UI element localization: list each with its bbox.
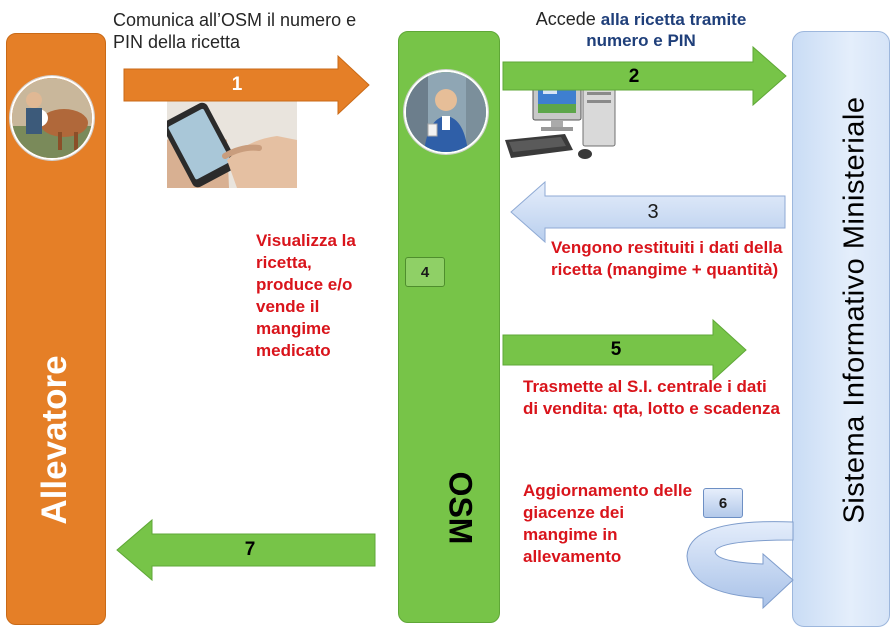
step-4-box: 4 — [405, 257, 445, 287]
farmer-photo — [10, 76, 94, 160]
step-6-caption: Aggiornamento delle giacenze dei mangime… — [523, 481, 693, 566]
arrow-step-7 — [116, 518, 376, 582]
step-3-caption: Vengono restituiti i dati della ricetta … — [551, 238, 783, 279]
step-1-number: 1 — [231, 74, 243, 95]
step-1-caption: Comunica all’OSM il numero e PIN della r… — [113, 10, 357, 52]
step-7-number: 7 — [244, 539, 256, 560]
lane-label-osm: OSM — [442, 471, 479, 545]
hands-with-smartphone-photo — [167, 100, 297, 188]
step-2-number: 2 — [628, 66, 640, 87]
lane-sistema-informativo — [792, 31, 890, 627]
step-2-caption-plain: Accede — [535, 9, 601, 29]
arrow-step-2 — [502, 45, 787, 107]
arrow-step-5 — [502, 318, 747, 382]
arrow-step-3 — [510, 180, 786, 244]
pharmacist-photo — [404, 70, 488, 154]
step-5-number: 5 — [610, 339, 622, 360]
step-6-box: 6 — [703, 488, 743, 518]
lane-label-allevatore: Allevatore — [35, 355, 74, 525]
step-4-caption: Visualizza la ricetta, produce e/o vende… — [256, 231, 356, 360]
step-2-caption-bold: alla ricetta tramite numero e PIN — [586, 10, 747, 50]
step-3-number: 3 — [647, 201, 659, 223]
curved-arrow-step-6 — [686, 521, 794, 610]
lane-label-sistema: Sistema Informativo Ministeriale — [838, 96, 871, 524]
step-2-caption: Accede alla ricetta tramite numero e PIN — [510, 9, 772, 51]
arrow-step-1 — [123, 54, 370, 116]
step-5-caption: Trasmette al S.I. centrale i dati di ven… — [523, 377, 780, 418]
